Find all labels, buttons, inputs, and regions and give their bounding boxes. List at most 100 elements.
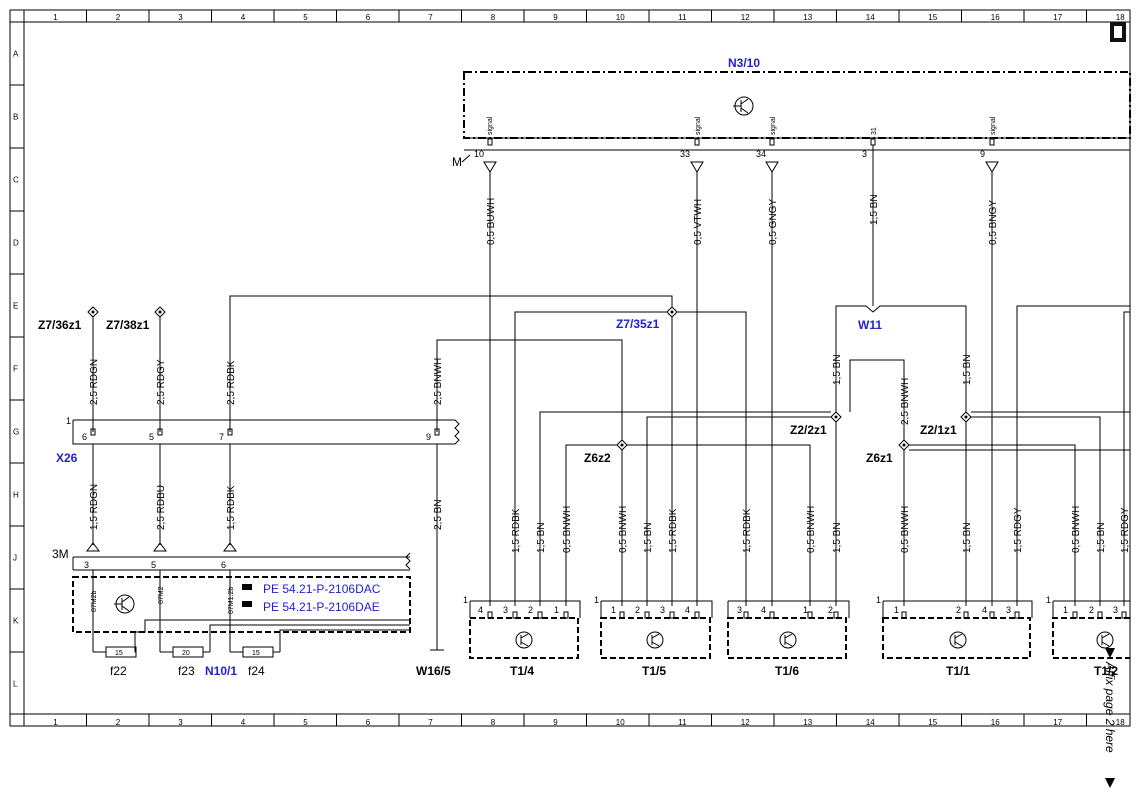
svg-text:15: 15 (252, 650, 260, 657)
w11-splice (835, 305, 967, 345)
z6z1-branch-right (909, 444, 1076, 606)
svg-text:0,5 BNWH: 0,5 BNWH (562, 506, 573, 553)
n3-10-label: N3/10 (728, 56, 760, 70)
z7-38z1-splice (154, 306, 166, 318)
wire-label-gngy: 0,5 GNGY (768, 199, 779, 245)
z7-35z1-branch-right (677, 311, 747, 606)
svg-text:3: 3 (660, 605, 665, 615)
ruler-row-label: H (13, 491, 19, 500)
svg-text:3: 3 (1006, 605, 1011, 615)
svg-text:7: 7 (219, 432, 224, 442)
t1-5-label: T1/5 (642, 664, 666, 678)
affix-arrow-top (1105, 648, 1115, 658)
ruler-column-label: 8 (491, 13, 496, 22)
reference-link-2[interactable]: PE 54.21-P-2106DAE (263, 600, 380, 614)
wire-label-bnwh-25-mid: 2,5 BNWH (900, 378, 911, 425)
ruler-row-label: G (13, 428, 19, 437)
svg-text:0,5 BNWH: 0,5 BNWH (1071, 506, 1082, 553)
reference-link-1[interactable]: PE 54.21-P-2106DAC (263, 582, 381, 596)
wire-rdbk-25 (229, 295, 673, 432)
ruler-column-label: 12 (741, 718, 750, 727)
ruler-column-label: 18 (1116, 718, 1125, 727)
ruler-row-label: K (13, 617, 19, 626)
z7-38z1-label: Z7/38z1 (106, 318, 150, 332)
n10-1-pin-3: 3 (84, 560, 89, 570)
z2-1z1-splice (960, 411, 972, 423)
wire-label-bn-w11-right: 1,5 BN (962, 354, 973, 385)
ruler-row-label: E (13, 302, 18, 311)
n3-10-pin-9: 9 signal (980, 116, 997, 159)
n3-10-arrows (483, 161, 999, 173)
wire-label-bn-w11-left: 1,5 BN (832, 354, 843, 385)
svg-text:signal: signal (770, 116, 777, 135)
wire-label-rdgn-15: 1,5 RDGN (89, 484, 100, 530)
t1-5-module: 1 1 2 3 4 (594, 595, 713, 659)
lower-wire-labels: 1,5 RDBK 1,5 BN 0,5 BNWH 0,5 BNWH 1,5 BN… (511, 506, 1131, 553)
wire-rdgy-right-a (1016, 305, 1130, 606)
svg-text:9: 9 (980, 149, 985, 159)
svg-text:1: 1 (463, 595, 468, 605)
wire-label-rdbk-15-low: 1,5 RDBK (226, 485, 237, 530)
fuse-f23: 20 (160, 646, 210, 658)
connector-3m-label: 3M (52, 547, 69, 561)
wire-label-rdbu-25: 2,5 RDBU (156, 485, 167, 530)
wire-label-buwh: 0,5 BUWH (486, 198, 497, 245)
wire-bnwh-25-left (436, 339, 623, 440)
x26-connector: 1 6 5 7 9 (66, 416, 460, 445)
connector-3m-break (405, 552, 411, 570)
svg-text:4: 4 (478, 605, 483, 615)
n3-10-pin-3: 3 31 (862, 127, 878, 159)
svg-text:2: 2 (528, 605, 533, 615)
z6z1-label: Z6z1 (866, 451, 893, 465)
svg-text:31: 31 (871, 127, 878, 135)
wire-label-rdgy-25: 2,5 RDGY (156, 359, 167, 405)
svg-text:1: 1 (876, 595, 881, 605)
n3-10-module-outline (463, 71, 1131, 139)
svg-text:0,5 BNWH: 0,5 BNWH (900, 506, 911, 553)
x26-label: X26 (56, 451, 78, 465)
svg-text:1,5 RDGY: 1,5 RDGY (1120, 507, 1131, 553)
svg-text:4: 4 (685, 605, 690, 615)
svg-text:20: 20 (182, 650, 190, 657)
ruler-column-label: 5 (303, 13, 308, 22)
column-ruler: 1122334455667788991010111112121313141415… (53, 10, 1125, 727)
ruler-column-label: 15 (928, 718, 937, 727)
ruler-row-label: D (13, 239, 19, 248)
ruler-column-label: 16 (991, 718, 1000, 727)
page-tab-icon (1110, 22, 1126, 42)
z6z2-branch-right (627, 444, 811, 606)
svg-text:4: 4 (982, 605, 987, 615)
ruler-column-label: 13 (803, 13, 812, 22)
t1-1-label: T1/1 (946, 664, 970, 678)
wire-label-bn-25: 2,5 BN (433, 499, 444, 530)
w16-5-label: W16/5 (416, 664, 451, 678)
svg-text:1: 1 (554, 605, 559, 615)
svg-text:10: 10 (474, 149, 484, 159)
n10-1-term-2: 87M2 (158, 586, 165, 604)
t1-4-label: T1/4 (510, 664, 534, 678)
svg-text:1,5 BN: 1,5 BN (962, 522, 973, 553)
n3-10-pin-33: 33 signal (680, 116, 702, 159)
wire-label-vtwh: 0,5 VTWH (693, 199, 704, 245)
svg-text:1: 1 (66, 416, 71, 426)
svg-text:1,5 RDBK: 1,5 RDBK (668, 508, 679, 553)
n3-10-pin-10: 10 signal (474, 116, 494, 159)
svg-text:0,5 BNWH: 0,5 BNWH (806, 506, 817, 553)
svg-text:1,5 RDGY: 1,5 RDGY (1013, 507, 1024, 553)
svg-text:33: 33 (680, 149, 690, 159)
wire-label-bn-top: 1,5 BN (869, 194, 880, 225)
ruler-column-label: 11 (678, 13, 687, 22)
z6z2-splice (616, 439, 628, 451)
t1-6-label: T1/6 (775, 664, 799, 678)
affix-note: Affix page 2 here (1103, 661, 1117, 753)
svg-text:1,5 BN: 1,5 BN (643, 522, 654, 553)
svg-text:5: 5 (149, 432, 154, 442)
wire-label-rdgn-25: 2,5 RDGN (89, 359, 100, 405)
n10-1-term-1: 87M2b (91, 590, 98, 612)
fuse-f24: 15 (230, 646, 280, 658)
svg-text:9: 9 (426, 432, 431, 442)
svg-text:2: 2 (828, 605, 833, 615)
svg-text:1: 1 (1046, 595, 1051, 605)
t1-4-module: 1 4 3 2 1 (463, 595, 581, 659)
